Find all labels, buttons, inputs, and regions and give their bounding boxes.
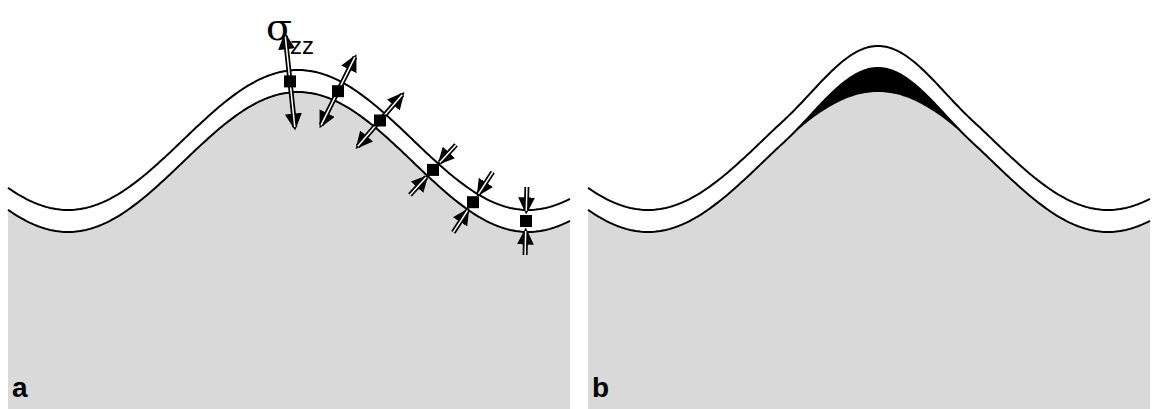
stress-arrow [321, 57, 355, 125]
stress-element [332, 85, 344, 97]
arrow-stripe [479, 172, 493, 194]
panel-letter: b [592, 374, 609, 402]
stress-arrow [410, 177, 426, 195]
stress-arrow [358, 95, 402, 147]
stress-arrow [479, 172, 493, 194]
arrow-stripe [410, 177, 426, 195]
delamination-blister [782, 68, 974, 144]
stress-arrow [440, 145, 456, 163]
stress-element [520, 215, 532, 227]
arrow-stripe [321, 57, 355, 125]
substrate [8, 92, 570, 409]
arrow-stripe [440, 145, 456, 163]
arrow-stripe [526, 187, 528, 211]
stress-element [427, 164, 439, 176]
film-bottom-line [588, 68, 1150, 232]
stress-arrow [453, 211, 467, 233]
film-top-line [588, 46, 1150, 210]
stress-symbol: σ [266, 8, 292, 46]
arrow-stripe [524, 231, 526, 255]
stress-element [467, 196, 479, 208]
arrow-stripe [358, 95, 402, 147]
stress-arrow [523, 231, 529, 255]
stress-subscript: zz [290, 34, 314, 58]
stress-element [374, 115, 386, 127]
stress-arrows [284, 36, 532, 255]
substrate [588, 92, 1150, 409]
stress-arrow [524, 187, 530, 211]
stress-element [284, 75, 296, 87]
panel-letter: a [12, 374, 28, 402]
film [588, 46, 1150, 232]
film-bottom-line [8, 92, 570, 232]
arrow-stripe [453, 211, 467, 233]
